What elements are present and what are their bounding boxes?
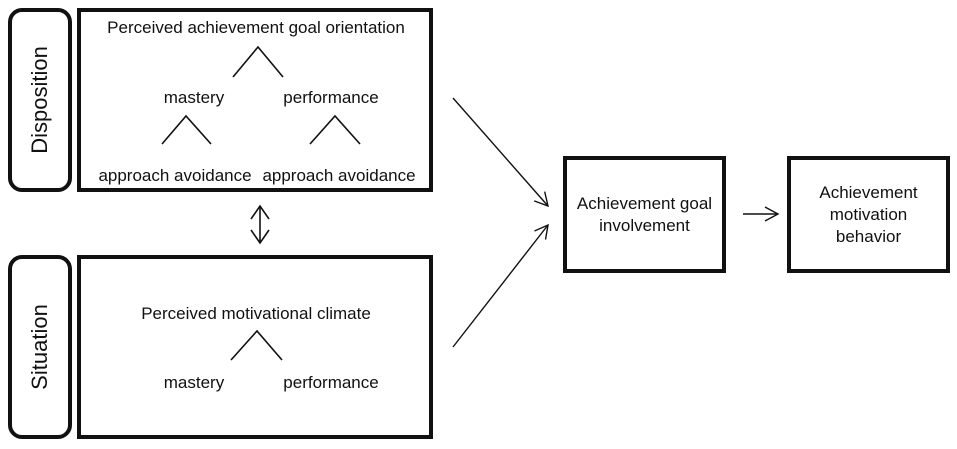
achievement-goal-involvement-box: Achievement goal involvement <box>563 156 726 273</box>
behavior-line-1: Achievement <box>819 182 918 202</box>
situation-mastery-label: mastery <box>163 373 225 392</box>
achievement-motivation-behavior-box: Achievement motivation behavior <box>787 156 950 273</box>
disposition-to-involvement-arrow <box>452 97 549 208</box>
behavior-line-3: behavior <box>835 226 902 246</box>
bidirectional-arrow-head-bottom <box>250 229 270 245</box>
behavior-text: Achievement motivation behavior <box>791 182 946 248</box>
behavior-line-2: motivation <box>829 204 908 224</box>
situation-performance-label: performance <box>283 373 379 392</box>
performance-leaf-label: approach avoidance <box>262 166 416 185</box>
mastery-leaf-label: approach avoidance <box>98 166 252 185</box>
bidirectional-arrow-head-top <box>250 204 270 220</box>
involvement-text: Achievement goal involvement <box>567 193 722 237</box>
disposition-label: Disposition <box>27 46 52 154</box>
situation-to-involvement-arrow <box>452 223 549 348</box>
disposition-performance-label: performance <box>283 88 379 107</box>
disposition-box <box>77 8 433 192</box>
disposition-mastery-label: mastery <box>163 88 225 107</box>
situation-label: Situation <box>27 304 52 390</box>
motivational-climate-title: Perceived motivational climate <box>141 304 371 323</box>
involvement-line-2: involvement <box>599 215 690 235</box>
situation-label-box: Situation <box>8 255 72 439</box>
goal-orientation-title: Perceived achievement goal orientation <box>107 18 405 37</box>
involvement-line-1: Achievement goal <box>576 193 713 213</box>
disposition-label-box: Disposition <box>8 8 72 192</box>
situation-box <box>77 255 433 439</box>
